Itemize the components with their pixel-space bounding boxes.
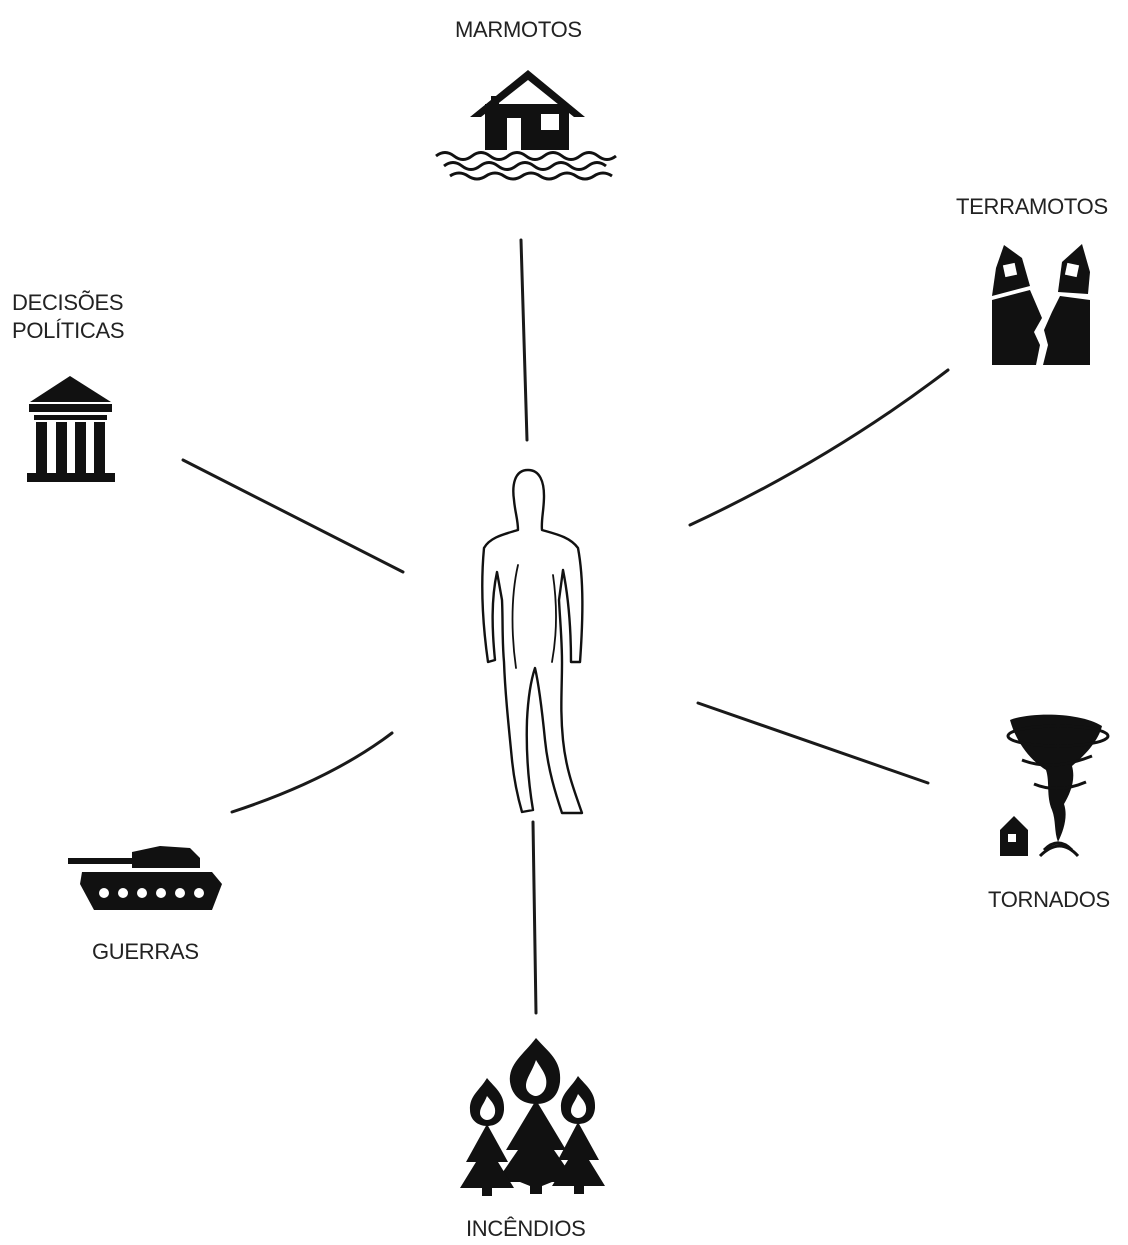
connectors	[181, 238, 950, 1015]
label-tornadoes-line-1: TORNADOS	[988, 887, 1110, 912]
label-fires-line-1: INCÊNDIOS	[466, 1216, 586, 1241]
tornado-icon	[1000, 714, 1110, 858]
human-inner-line	[511, 564, 519, 669]
label-political-decisions-line-1: DECISÕES	[12, 290, 124, 315]
label-floods-line-1: MARMOTOS	[455, 17, 582, 42]
government-building-icon	[27, 376, 115, 482]
connector-wars	[230, 731, 394, 814]
label-tornadoes: TORNADOS	[988, 886, 1110, 914]
human-inner-line-2	[551, 574, 557, 663]
label-political-decisions-line-2: POLÍTICAS	[12, 318, 125, 343]
connector-fires	[531, 820, 538, 1015]
earthquake-icon	[992, 244, 1090, 365]
label-wars-line-1: GUERRAS	[92, 939, 199, 964]
forest-fire-icon	[460, 1038, 605, 1196]
connector-earthquakes	[688, 368, 950, 527]
label-floods: MARMOTOS	[455, 16, 582, 44]
label-earthquakes-line-1: TERRAMOTOS	[956, 194, 1108, 219]
connector-floods	[519, 238, 529, 442]
human-outline	[481, 468, 584, 815]
connector-political-decisions	[181, 458, 405, 574]
tank-icon	[68, 846, 222, 910]
human-figure	[481, 468, 584, 815]
label-fires: INCÊNDIOS	[466, 1215, 586, 1243]
label-political-decisions: DECISÕES POLÍTICAS	[12, 289, 172, 345]
label-wars: GUERRAS	[92, 938, 199, 966]
connector-tornadoes	[696, 701, 930, 785]
flooded-house-icon	[435, 70, 617, 181]
label-earthquakes: TERRAMOTOS	[956, 193, 1108, 221]
